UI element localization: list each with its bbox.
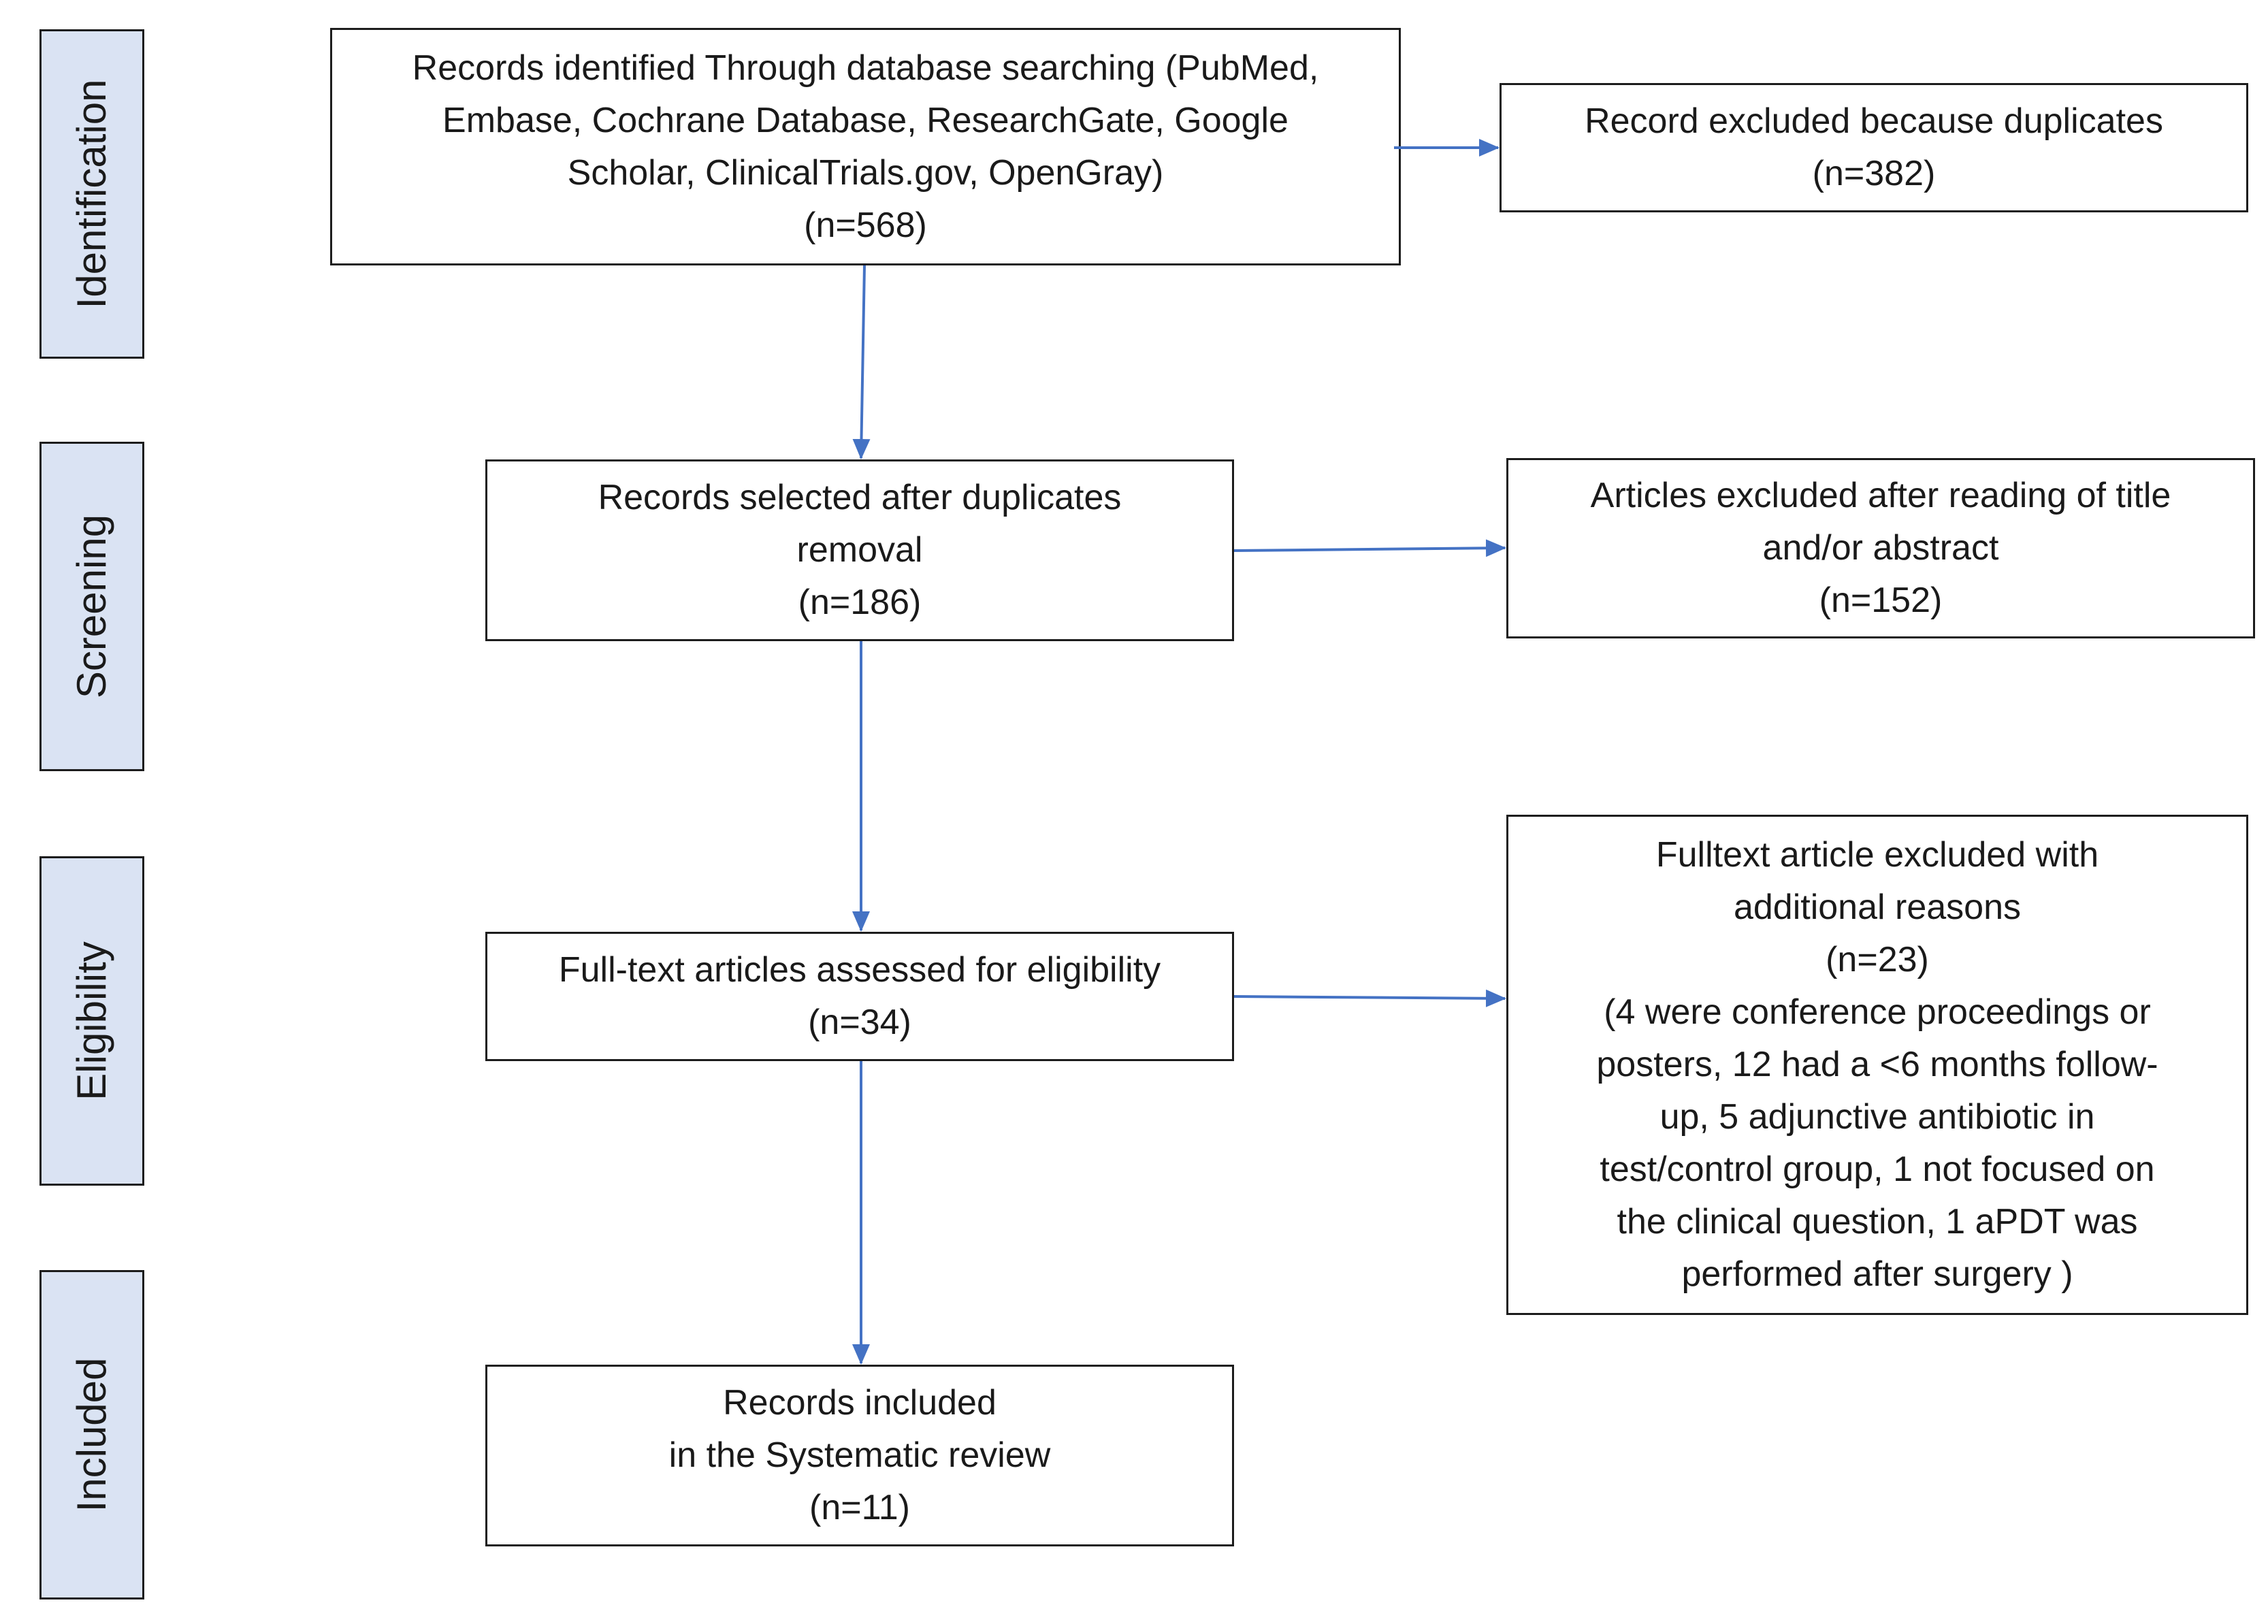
- text-line: (n=186): [798, 583, 922, 622]
- text-line: test/control group, 1 not focused on: [1600, 1150, 2155, 1189]
- arrow-to-title-abstract-excluded: [1233, 539, 1506, 557]
- phase-eligibility: Eligibility: [39, 856, 144, 1186]
- box-records-selected-text: Records selected after duplicates remova…: [598, 472, 1122, 629]
- phase-included-label: Included: [69, 1357, 114, 1512]
- text-line: posters, 12 had a <6 months follow-: [1596, 1045, 2158, 1084]
- text-line: (n=34): [808, 1003, 911, 1042]
- text-line: in the Systematic review: [668, 1435, 1051, 1475]
- box-records-included-text: Records included in the Systematic revie…: [669, 1377, 1051, 1534]
- text-line: and/or abstract: [1762, 528, 1999, 568]
- text-line: Full-text articles assessed for eligibil…: [558, 950, 1161, 990]
- text-line: Embase, Cochrane Database, ResearchGate,…: [442, 100, 1289, 140]
- box-records-identified-text: Records identified Through database sear…: [412, 42, 1319, 252]
- text-line: Records identified Through database sear…: [412, 48, 1319, 88]
- box-title-abstract-excluded: Articles excluded after reading of title…: [1506, 458, 2255, 638]
- box-records-selected: Records selected after duplicates remova…: [485, 459, 1234, 641]
- phase-identification-label: Identification: [69, 79, 114, 309]
- box-records-included: Records included in the Systematic revie…: [485, 1365, 1234, 1546]
- phase-screening: Screening: [39, 442, 144, 771]
- text-line: removal: [796, 530, 923, 570]
- text-line: additional reasons: [1733, 888, 2022, 927]
- box-fulltext-assessed: Full-text articles assessed for eligibil…: [485, 932, 1234, 1061]
- phase-screening-label: Screening: [69, 514, 114, 699]
- text-line: Fulltext article excluded with: [1655, 835, 2099, 875]
- box-title-abstract-excluded-text: Articles excluded after reading of title…: [1591, 470, 2171, 627]
- text-line: (n=11): [809, 1488, 910, 1527]
- box-duplicates-excluded-text: Record excluded because duplicates (n=38…: [1585, 95, 2163, 200]
- text-line: (n=568): [804, 205, 927, 245]
- text-line: the clinical question, 1 aPDT was: [1617, 1202, 2138, 1241]
- phase-included: Included: [39, 1270, 144, 1599]
- box-duplicates-excluded: Record excluded because duplicates (n=38…: [1500, 83, 2248, 212]
- arrow-identified-to-selected: [852, 265, 871, 459]
- box-fulltext-excluded: Fulltext article excluded with additiona…: [1506, 815, 2248, 1315]
- text-line: Record excluded because duplicates: [1585, 101, 2163, 141]
- arrow-to-fulltext-excluded: [1233, 989, 1506, 1007]
- text-line: (4 were conference proceedings or: [1604, 992, 2151, 1032]
- text-line: up, 5 adjunctive antibiotic in: [1659, 1097, 2095, 1137]
- text-line: (n=152): [1819, 581, 1943, 620]
- text-line: Scholar, ClinicalTrials.gov, OpenGray): [567, 152, 1164, 193]
- text-line: (n=382): [1812, 154, 1936, 193]
- text-line: (n=23): [1826, 940, 1929, 979]
- phase-identification: Identification: [39, 29, 144, 359]
- text-line: performed after surgery ): [1681, 1254, 2073, 1294]
- box-records-identified: Records identified Through database sear…: [330, 28, 1401, 265]
- phase-eligibility-label: Eligibility: [69, 941, 114, 1101]
- box-fulltext-excluded-text: Fulltext article excluded with additiona…: [1596, 829, 2158, 1301]
- text-line: Articles excluded after reading of title: [1590, 476, 2171, 515]
- box-fulltext-assessed-text: Full-text articles assessed for eligibil…: [559, 944, 1161, 1049]
- text-line: Records selected after duplicates: [598, 478, 1122, 517]
- text-line: Records included: [723, 1383, 997, 1423]
